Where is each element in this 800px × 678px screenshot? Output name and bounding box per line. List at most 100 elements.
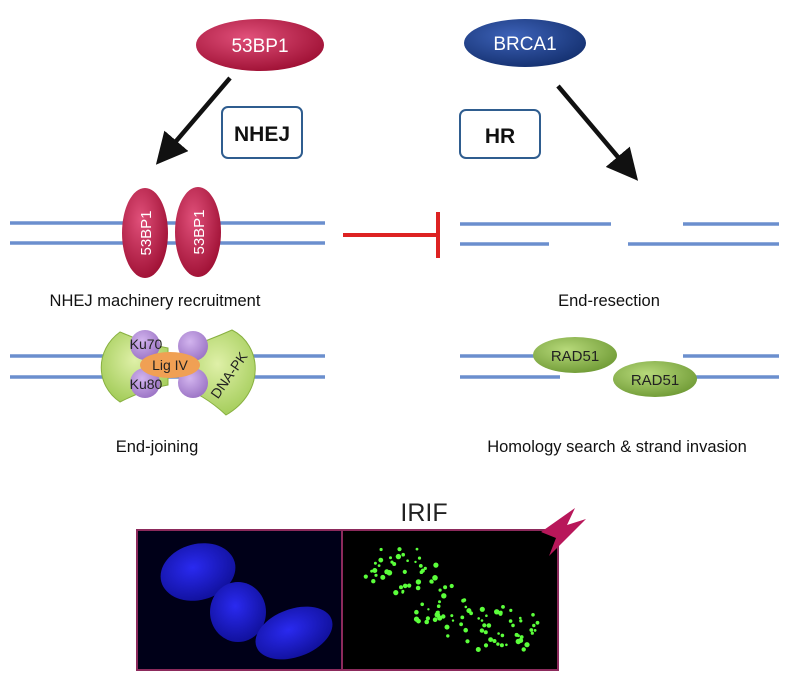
focus-dot (430, 580, 434, 584)
focus-dot (393, 590, 399, 596)
focus-dot (401, 552, 406, 557)
focus-dot (463, 627, 469, 633)
bound-53bp1-right-label: 53BP1 (191, 209, 208, 254)
focus-dot (492, 639, 497, 643)
focus-dot (401, 590, 405, 594)
hr-pathway-label: HR (485, 125, 515, 148)
focus-dot (418, 564, 423, 568)
focus-dot (395, 553, 402, 560)
focus-dot (414, 609, 419, 615)
focus-dot (379, 547, 383, 552)
focus-dot (390, 560, 394, 564)
focus-dot (531, 613, 535, 617)
focus-dot (519, 635, 524, 639)
focus-dot (485, 614, 488, 617)
focus-dot (378, 557, 384, 563)
nhej-step1-caption: NHEJ machinery recruitment (50, 292, 261, 310)
focus-dot (372, 568, 378, 573)
focus-dot (407, 583, 412, 588)
focus-dot (420, 602, 425, 607)
focus-dot (374, 573, 378, 577)
focus-dot (399, 585, 403, 590)
focus-dot (465, 639, 470, 644)
hr-step1-caption: End-resection (558, 292, 660, 310)
focus-dot (479, 606, 485, 612)
focus-dot (477, 617, 481, 620)
rad51-label-1: RAD51 (551, 348, 599, 365)
focus-dot (433, 562, 439, 568)
focus-dot (438, 600, 441, 604)
focus-dot (371, 579, 376, 584)
focus-dot (521, 647, 526, 652)
lig-iv-label: Lig IV (152, 357, 188, 373)
focus-dot (488, 637, 493, 642)
focus-dot (508, 619, 513, 623)
hr-pathway-box: HR (459, 109, 541, 159)
focus-dot (380, 574, 386, 580)
focus-dot (464, 605, 468, 609)
hr-resected-dna (460, 222, 779, 246)
focus-dot (425, 616, 430, 621)
rad51-label-2: RAD51 (631, 372, 679, 389)
bound-53bp1-right: 53BP1 (175, 187, 221, 277)
focus-dot (494, 609, 500, 615)
focus-dot (438, 588, 442, 592)
focus-dot (462, 598, 467, 602)
nhej-pathway-label: NHEJ (234, 123, 290, 146)
focus-dot (460, 615, 465, 620)
focus-dot (496, 642, 500, 646)
focus-dot (424, 619, 430, 625)
focus-dot (517, 634, 520, 638)
protein-53bp1-node: 53BP1 (196, 19, 324, 71)
hr-activation-arrow (556, 84, 639, 181)
focus-dot (533, 629, 537, 632)
focus-dot (479, 628, 485, 633)
focus-dot (402, 569, 407, 575)
ku80-label: Ku80 (130, 376, 163, 392)
focus-dot (377, 564, 381, 567)
focus-dot (444, 624, 450, 630)
focus-dot (441, 614, 446, 619)
focus-dot (532, 623, 536, 628)
focus-dot (416, 618, 421, 624)
nhej-activation-arrow (155, 76, 232, 165)
focus-dot (519, 619, 523, 623)
focus-dot (530, 631, 534, 635)
bound-53bp1-left: 53BP1 (122, 188, 168, 278)
irif-title: IRIF (400, 499, 447, 527)
focus-dot (384, 569, 390, 575)
focus-dot (475, 647, 481, 652)
focus-dot (363, 574, 368, 579)
focus-dot (529, 628, 534, 632)
focus-dot (415, 579, 422, 585)
lightning-bolt-icon (541, 508, 586, 556)
focus-dot (486, 623, 492, 628)
bound-53bp1-left-label: 53BP1 (138, 210, 155, 255)
focus-dot (459, 622, 463, 627)
protein-brca1-node: BRCA1 (464, 19, 586, 67)
focus-dot (432, 575, 438, 581)
focus-dot (501, 605, 505, 609)
focus-dot (397, 547, 402, 552)
focus-dot (500, 633, 505, 638)
focus-dot (451, 619, 455, 622)
focus-dot (414, 560, 417, 564)
focus-dot (423, 566, 427, 571)
focus-dot (499, 643, 504, 648)
focus-dot (467, 609, 471, 612)
protein-brca1-label: BRCA1 (493, 34, 556, 55)
focus-dot (417, 556, 422, 560)
nhej-pathway-box: NHEJ (221, 106, 303, 159)
focus-dot (535, 620, 540, 625)
focus-dot (446, 634, 450, 638)
focus-dot (415, 585, 421, 591)
focus-dot (389, 556, 392, 560)
focus-dot (427, 608, 430, 611)
focus-dot (436, 604, 441, 608)
inhibition-symbol (343, 212, 440, 258)
focus-dot (406, 559, 409, 562)
focus-dot (402, 583, 408, 589)
focus-dot (524, 642, 530, 648)
focus-dot (505, 643, 508, 647)
